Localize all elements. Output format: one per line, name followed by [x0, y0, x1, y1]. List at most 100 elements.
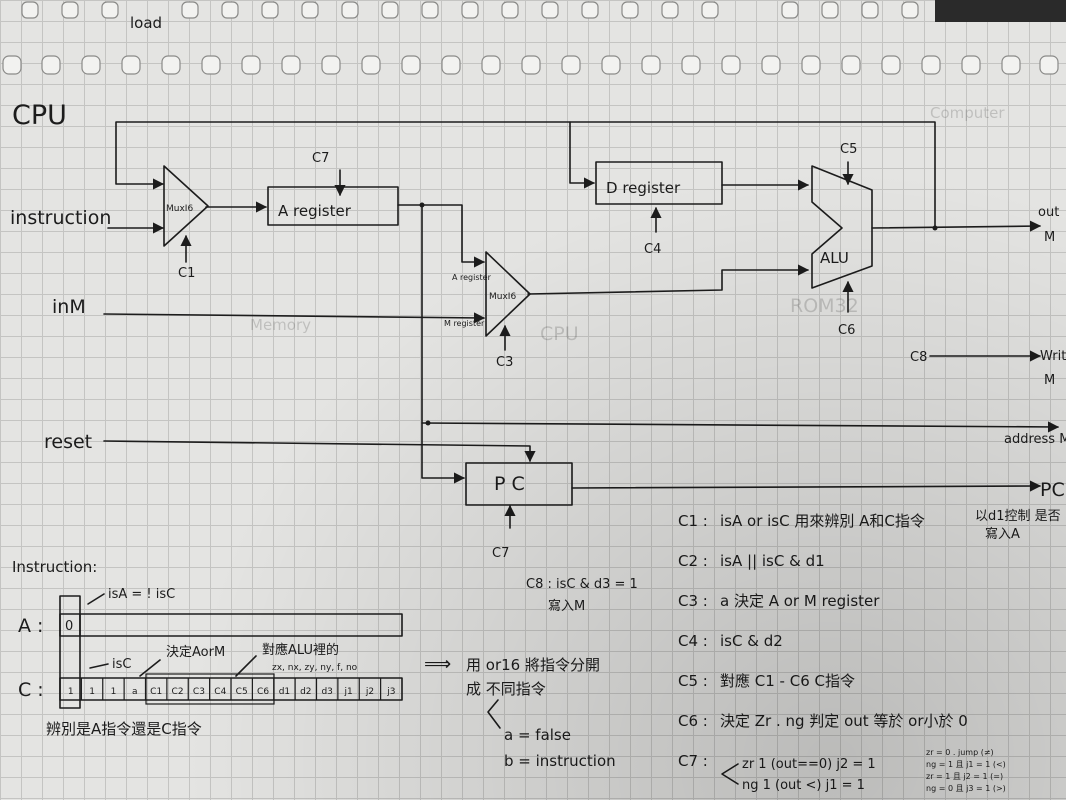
pc-output-label: PC — [1040, 479, 1065, 501]
c4-label: C4 — [644, 242, 661, 257]
c-bit-10: d1 — [279, 687, 290, 697]
load-note: load — [130, 14, 162, 32]
choose-note: 決定AorM — [166, 645, 225, 660]
faint-memory-text: Memory — [250, 316, 311, 334]
wire-reset — [103, 440, 536, 463]
legend-text-1: isA or isC 用來辨別 A和C指令 — [720, 512, 925, 530]
alu-shape — [811, 165, 873, 289]
c7-label-a: C7 — [312, 151, 329, 166]
d-register-box — [595, 161, 723, 205]
c-bit-12: d3 — [321, 687, 332, 697]
c7-label-pc: C7 — [492, 546, 509, 561]
legend-key-6: C6 : — [678, 712, 708, 730]
reset-input-label: reset — [44, 431, 92, 453]
c8-note-2: 寫入M — [548, 598, 585, 614]
split-note-1: 用 or16 將指令分開 — [466, 656, 600, 674]
legend-text-4: isC & d2 — [720, 632, 783, 650]
addressm-label: address M — [1004, 432, 1066, 447]
control-legend: C1 : isA or isC 用來辨別 A和C指令 C2 : isA || isC … — [678, 512, 968, 770]
isc-note: isC — [112, 657, 131, 672]
c7-case-2: ng 1 (out <) j1 = 1 — [742, 778, 865, 793]
instruction-input-label: instruction — [10, 207, 111, 229]
alu-note-arrow — [235, 655, 257, 677]
faint-cpu-text: CPU — [540, 323, 579, 345]
legend-text-3: a 決定 A or M register — [720, 592, 880, 610]
mux2-input-m-label: M register — [444, 319, 485, 328]
choose-note-arrow — [139, 659, 161, 677]
c-instr-label: C : — [18, 679, 44, 701]
c-bit-8: C5 — [236, 687, 248, 697]
wire-alu-to-d — [569, 121, 596, 189]
writem-label-2: M — [1044, 373, 1055, 388]
isc-note-arrow — [89, 663, 109, 669]
faint-rom-text: ROM32 — [790, 295, 859, 317]
a-register-label: A register — [278, 202, 352, 220]
c6-label: C6 — [838, 323, 855, 338]
legend-key-2: C2 : — [678, 552, 708, 570]
jump-note-2: ng = 1 且 j1 = 1 (<) — [926, 760, 1006, 769]
split-brace — [487, 699, 501, 729]
c-bit-9: C6 — [257, 687, 269, 697]
mux1-shape — [163, 165, 209, 247]
c-bit-5: C2 — [172, 687, 184, 697]
instruction-caption: 辨別是A指令還是C指令 — [46, 720, 202, 738]
c7-case-1: zr 1 (out==0) j2 = 1 — [742, 757, 876, 772]
wire-outm — [871, 220, 1042, 232]
c-bit-1: 1 — [89, 687, 95, 697]
legend-key-5: C5 : — [678, 672, 708, 690]
c-bit-4: C1 — [150, 687, 162, 697]
c-bit-7: C4 — [214, 687, 226, 697]
c7-brace — [721, 763, 739, 785]
c-bit-3: a — [132, 687, 138, 697]
pc-label: P C — [494, 473, 525, 495]
instruction-heading: Instruction: — [12, 558, 97, 576]
wire-pc-out — [571, 480, 1042, 492]
bit15-selector — [59, 595, 81, 709]
alu-bits-note: zx, nx, zy, ny, f, no — [272, 663, 358, 673]
c-bit-0: 1 — [68, 687, 74, 697]
mux2-shape — [485, 251, 531, 337]
legend-text-6: 決定 Zr . ng 判定 out 等於 or小於 0 — [720, 712, 968, 730]
c-bit-2: 1 — [111, 687, 117, 697]
c3-label: C3 — [496, 355, 513, 370]
c8-note-1: C8 : isC & d3 = 1 — [526, 577, 638, 592]
legend-key-7: C7 : — [678, 752, 708, 770]
wire-a-to-mux2 — [397, 204, 486, 268]
legend-side-note-1: 以d1控制 是否 — [975, 509, 1061, 524]
binding-holes — [2, 1, 1059, 75]
pen-shadow — [935, 0, 1066, 22]
jump-note-3: zr = 1 且 j2 = 1 (=) — [926, 772, 1003, 781]
jump-note-4: ng = 0 且 j3 = 1 (>) — [926, 784, 1006, 793]
a-false-note: a = false — [504, 726, 571, 744]
legend-key-1: C1 : — [678, 512, 708, 530]
legend-key-4: C4 : — [678, 632, 708, 650]
wire-inm — [103, 312, 486, 324]
legend-key-3: C3 : — [678, 592, 708, 610]
c1-label: C1 — [178, 266, 195, 281]
c-bit-11: d2 — [300, 687, 311, 697]
a-instr-label: A : — [18, 615, 43, 637]
jump-note-1: zr = 0 . jump (≠) — [926, 748, 994, 757]
b-instruction-note: b = instruction — [504, 752, 616, 770]
inm-input-label: inM — [52, 296, 86, 318]
mux2-label: MuxI6 — [489, 292, 516, 302]
legend-text-2: isA || isC & d1 — [720, 552, 825, 570]
writem-label-1: Write — [1040, 349, 1066, 364]
wire-mux2-to-alu — [527, 264, 810, 295]
alu-label: ALU — [820, 249, 849, 267]
d-register-label: D register — [606, 179, 681, 197]
c-bit-6: C3 — [193, 687, 205, 697]
implies-arrow: ⟹ — [424, 653, 451, 675]
mux2-input-a-label: A register — [452, 273, 492, 282]
alu-note: 對應ALU裡的 — [262, 642, 339, 658]
a-first-bit: 0 — [65, 619, 73, 634]
pc-box — [465, 462, 573, 506]
wire-addressm — [421, 421, 1060, 433]
faint-computer-text: Computer — [930, 104, 1005, 122]
mux1-label: MuxI6 — [166, 204, 193, 214]
cpu-title: CPU — [12, 100, 67, 131]
c-bit-15: j3 — [386, 687, 395, 697]
